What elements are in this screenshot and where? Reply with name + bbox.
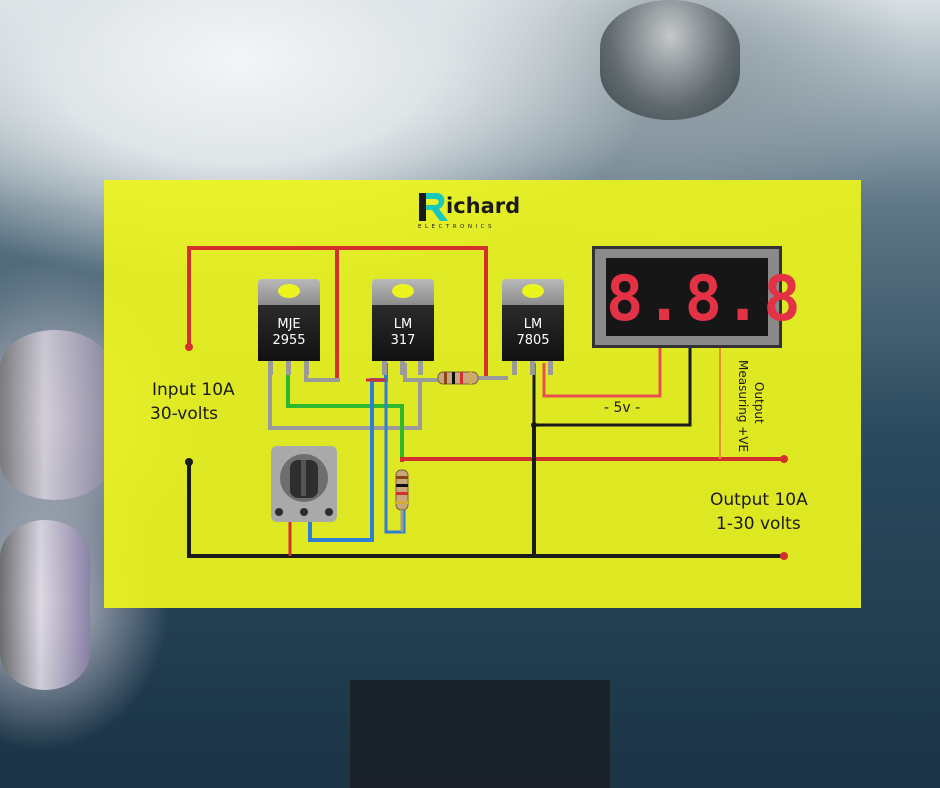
component-photo — [600, 0, 740, 120]
input-label: Input 10A — [152, 380, 235, 400]
terminal-output-negative — [780, 552, 788, 560]
five-volt-label: - 5v - — [604, 400, 641, 416]
potentiometer-icon — [271, 446, 337, 522]
wire-pin — [268, 363, 422, 430]
component-label: 2955 — [272, 333, 306, 348]
input-voltage-label: 30-volts — [150, 404, 219, 424]
component-label: LM — [393, 317, 413, 332]
chip-photo — [350, 680, 610, 788]
voltmeter-screen: 8.8.8 — [606, 258, 803, 336]
seven-segment-digits: 8.8.8 — [606, 262, 803, 335]
logo-subtitle: ELECTRONICS — [418, 224, 495, 230]
resistor-band — [396, 492, 408, 495]
series-resistor — [437, 371, 479, 385]
wire-adjust — [308, 363, 388, 542]
logo-wordmark: ichard — [446, 194, 521, 218]
wire-ground-meter — [532, 348, 692, 427]
component-label: LM — [523, 317, 543, 332]
regulator-lm317: LM 317 — [372, 279, 434, 375]
capacitor-photo — [0, 520, 90, 690]
wire-sense — [286, 363, 404, 462]
terminal-output-positive — [780, 455, 788, 463]
resistor-band — [396, 501, 408, 504]
voltmeter-display: 8.8.8 — [592, 246, 803, 348]
potentiometer-leg — [300, 508, 308, 516]
potentiometer-leg — [275, 508, 283, 516]
wire-positive-output — [400, 457, 784, 462]
measuring-label-line2: Measuring +VE — [736, 360, 750, 453]
resistor-band — [469, 372, 472, 384]
regulator-lm7805: LM 7805 — [502, 279, 564, 375]
resistor-band — [452, 372, 455, 384]
output-label: Output 10A — [710, 490, 808, 510]
output-voltage-label: 1-30 volts — [716, 514, 801, 534]
component-label: 317 — [390, 333, 416, 348]
logo-r-icon — [419, 193, 448, 221]
transistor-mje2955: MJE 2955 — [258, 279, 320, 375]
resistor-band — [396, 484, 408, 487]
resistor-band — [396, 476, 408, 479]
wire-adjust — [384, 380, 406, 534]
potentiometer-slot — [301, 460, 306, 496]
terminal-input-positive — [185, 343, 193, 351]
resistor-band — [444, 372, 447, 384]
potentiometer-leg — [325, 508, 333, 516]
junction — [531, 422, 537, 428]
terminal-input-negative — [185, 458, 193, 466]
mounting-hole — [392, 284, 414, 298]
brand-logo: ichard ELECTRONICS — [416, 190, 528, 236]
wire-5v — [542, 348, 662, 398]
component-label: 7805 — [516, 333, 550, 348]
capacitor-photo — [0, 330, 110, 500]
measuring-label-line1: Output — [752, 382, 766, 424]
wire-pin — [403, 363, 440, 382]
wire-ground — [187, 462, 784, 558]
mounting-hole — [278, 284, 300, 298]
component-label: MJE — [277, 317, 301, 332]
resistor-band — [460, 372, 463, 384]
mounting-hole — [522, 284, 544, 298]
